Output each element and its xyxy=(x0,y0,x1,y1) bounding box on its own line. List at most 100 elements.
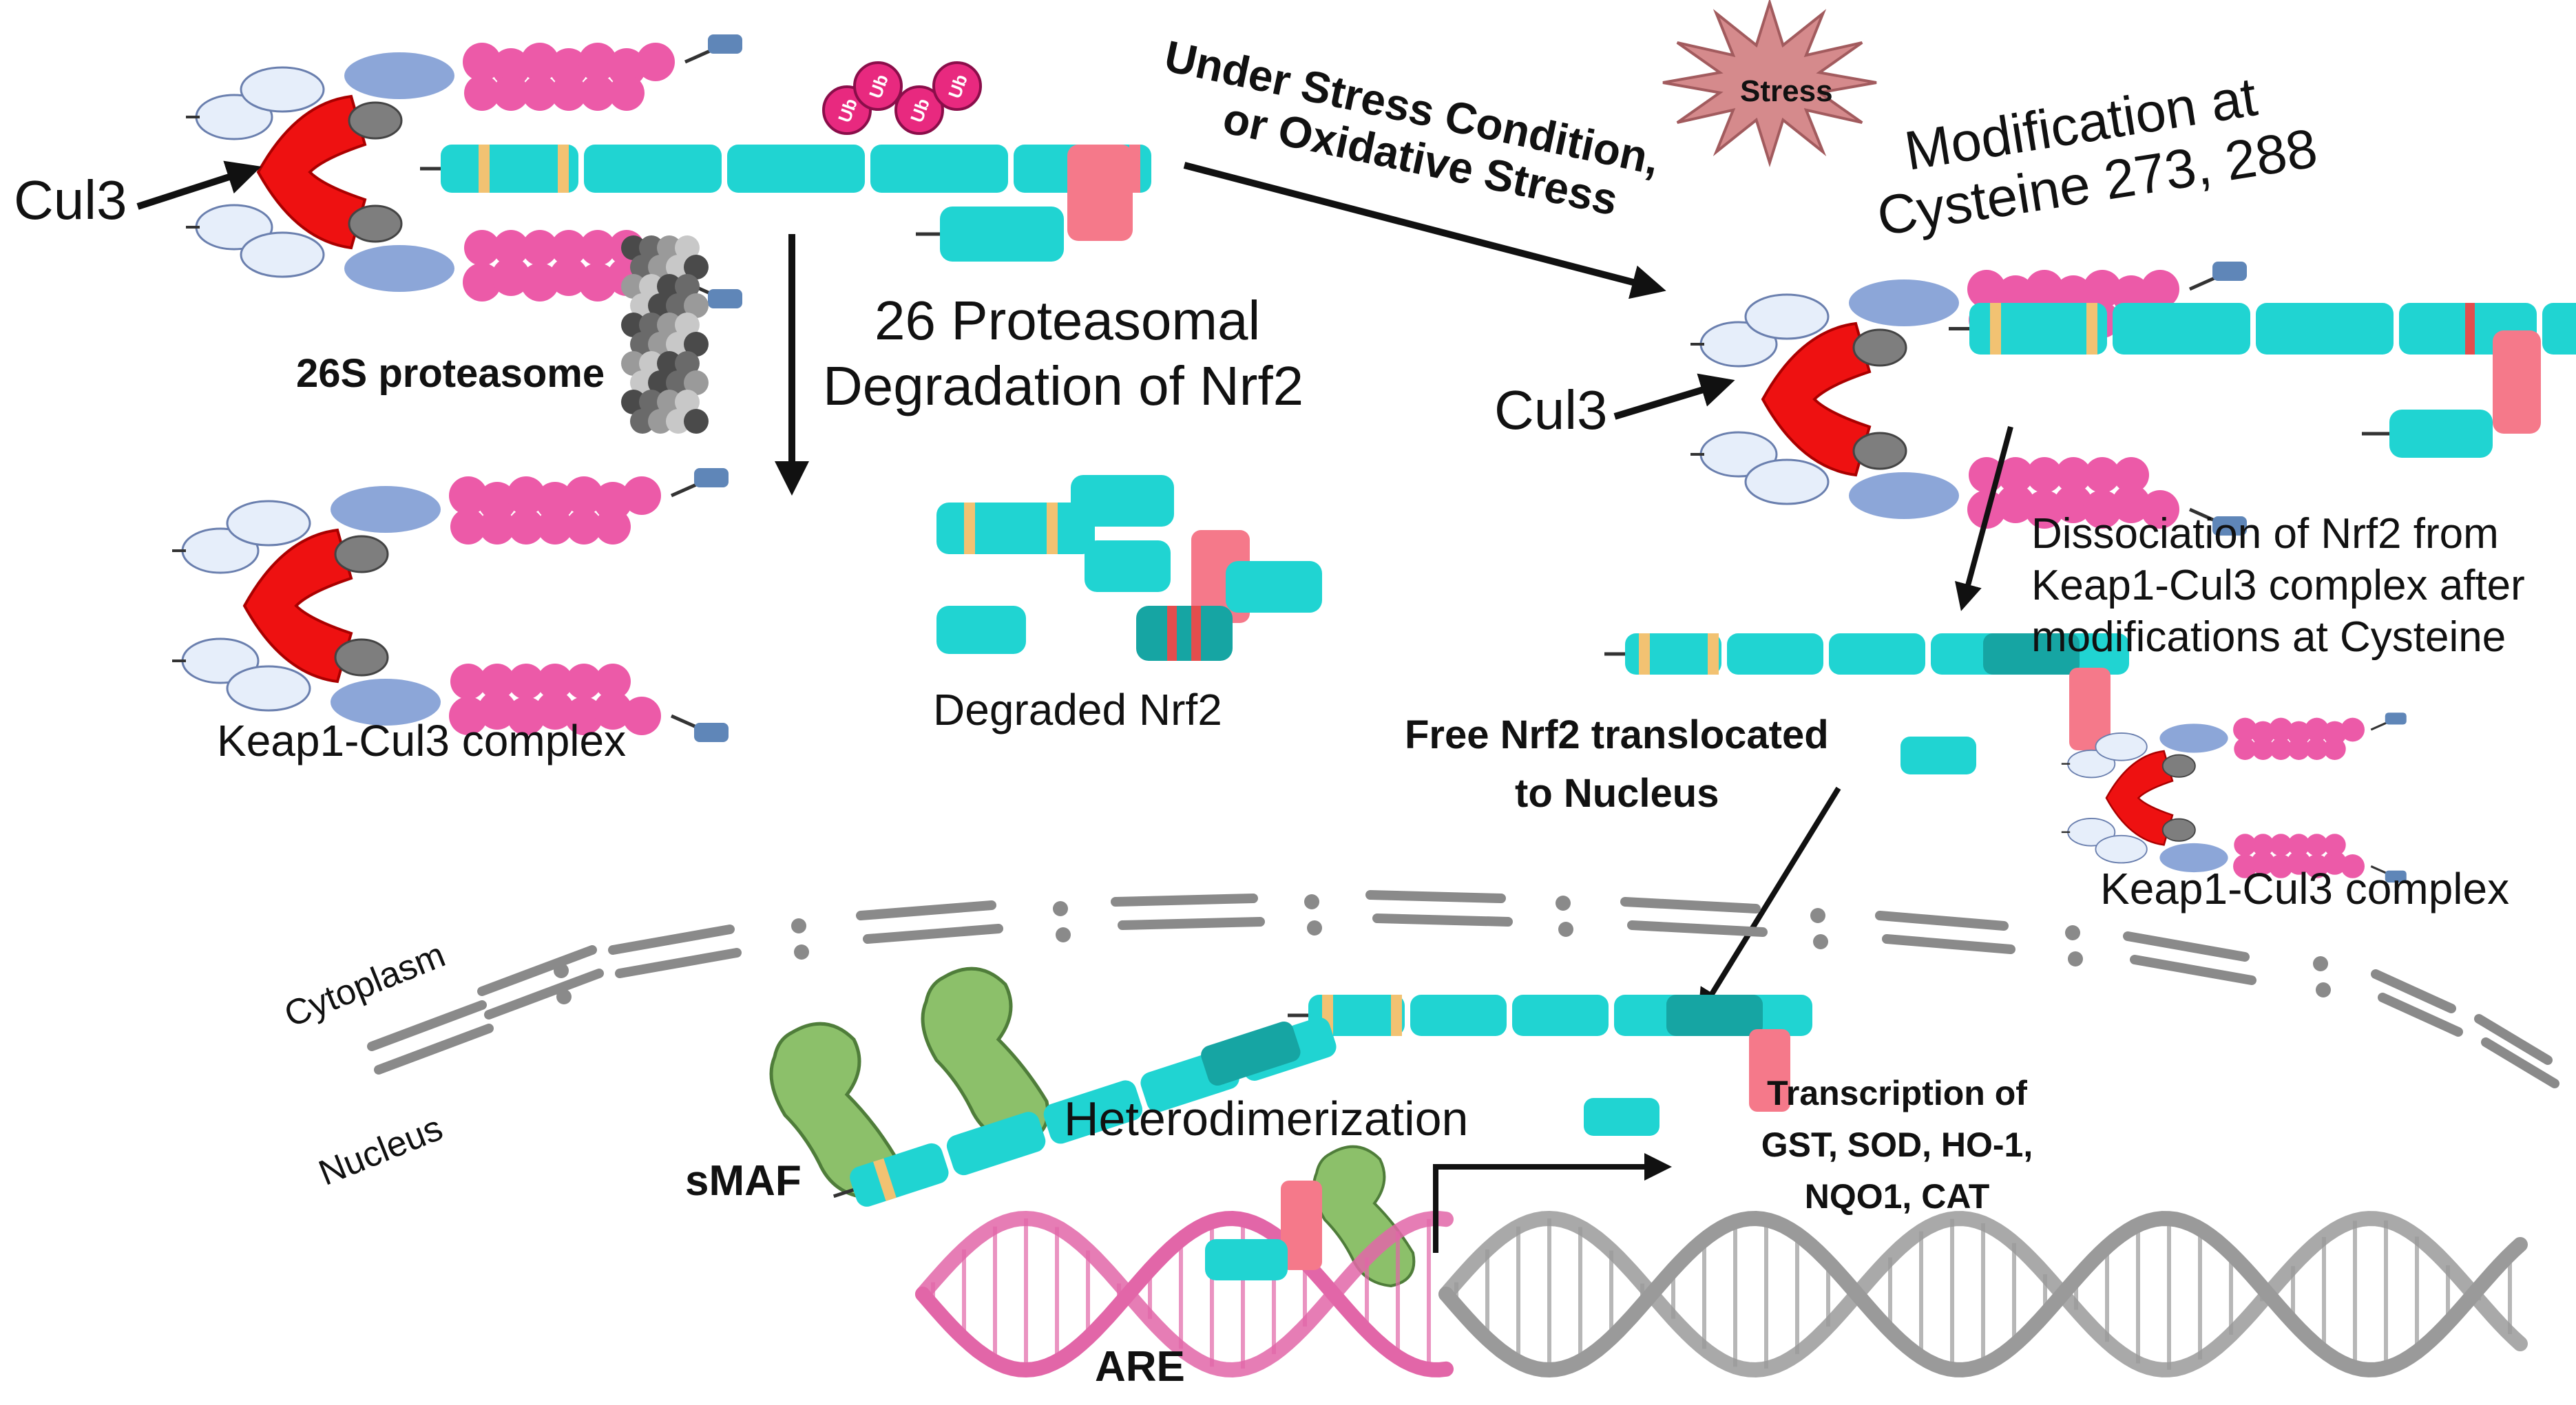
proteasome-subunit xyxy=(639,274,664,299)
keap1-oval xyxy=(2159,843,2228,873)
membrane-dash xyxy=(2123,931,2250,962)
kelch-bead xyxy=(2234,834,2256,856)
proteasome-subunit xyxy=(684,293,709,318)
kelch-bead xyxy=(2233,717,2257,742)
membrane-pore xyxy=(791,918,806,933)
kelch-bead xyxy=(522,75,558,111)
proteasome-subunit xyxy=(639,390,664,414)
fragment-band xyxy=(964,503,975,554)
ubiquitin-icon xyxy=(932,61,982,111)
membrane-pore xyxy=(1307,920,1322,936)
kelch-bead xyxy=(464,75,500,111)
nrf2-band xyxy=(1990,303,2001,355)
kelch-bead xyxy=(450,509,486,545)
nrf2-band xyxy=(479,145,490,193)
transcription-arrow xyxy=(1433,1153,1672,1253)
kelch-bead xyxy=(2141,490,2179,529)
degraded-nrf2-label: Degraded Nrf2 xyxy=(933,685,1222,735)
free-nrf2-line1: Free Nrf2 translocated xyxy=(1405,712,1829,757)
proteasome-icon xyxy=(621,235,709,434)
btb-oval xyxy=(1852,432,1907,470)
nrf2-neh-domain xyxy=(2493,330,2541,434)
proteasome-subunit xyxy=(621,274,646,299)
kelch-bead xyxy=(2305,737,2328,761)
ubiquitin-icon xyxy=(853,61,903,111)
membrane-pore xyxy=(554,963,569,978)
cul3-shape xyxy=(1761,321,1872,477)
kelch-bead xyxy=(2083,490,2122,529)
kelch-bead xyxy=(493,75,529,111)
chain-cap xyxy=(708,34,742,54)
nrf2-neh-domain xyxy=(1749,1029,1790,1112)
kelch-bead xyxy=(536,482,574,520)
nrf2-neh-domain xyxy=(2069,668,2111,750)
kelch-bead xyxy=(2323,851,2347,875)
transcription-line2: GST, SOD, HO-1, xyxy=(1761,1126,2033,1164)
nrf2-segment xyxy=(727,145,865,193)
nrf2-tail xyxy=(833,1188,855,1198)
nrf2-segment xyxy=(1043,1080,1143,1144)
proteasome-subunit xyxy=(657,313,682,337)
kelch-bead xyxy=(2323,721,2347,746)
keap1-cul3-complex-left-empty xyxy=(172,468,729,742)
free-nrf2-line2: to Nucleus xyxy=(1515,771,1719,816)
nrf2-segment xyxy=(1205,1239,1288,1280)
kelch-bead xyxy=(463,263,501,302)
kelch-bead xyxy=(2323,834,2346,856)
proteasome-subunit xyxy=(621,313,646,337)
keap1-oval xyxy=(1849,472,1959,519)
kelch-bead xyxy=(2269,854,2293,878)
kelch-bead xyxy=(508,509,544,545)
proteasome-subunit xyxy=(630,370,655,395)
kelch-bead xyxy=(536,691,574,730)
nrf2-segment xyxy=(1900,737,1976,774)
membrane-pore xyxy=(1813,934,1828,949)
chain-cap xyxy=(2212,516,2247,536)
nrf2-nucleus xyxy=(1288,995,1812,1136)
kelch-bead xyxy=(2055,457,2091,493)
kelch-bead xyxy=(565,476,603,515)
kelch-bead xyxy=(478,691,516,730)
transcription-line3: NQO1, CAT xyxy=(1804,1177,1990,1216)
keap1-complex-label-left: Keap1-Cul3 complex xyxy=(217,716,627,765)
btb-oval xyxy=(1852,328,1907,367)
membrane-dash xyxy=(2371,969,2456,1013)
nrf2-segment xyxy=(1829,633,1925,675)
nrf2-neh-domain xyxy=(1067,145,1133,241)
bound-nrf2-right xyxy=(1949,303,2576,355)
proteasome-subunit xyxy=(657,274,682,299)
kelch-bead xyxy=(2251,851,2275,875)
membrane-dash xyxy=(856,900,996,920)
proteasome-subunit xyxy=(630,332,655,357)
dna-helix xyxy=(915,1210,2528,1378)
proteasome-subunit xyxy=(666,370,691,395)
kelch-bead xyxy=(2305,854,2329,878)
membrane-dash xyxy=(1118,917,1265,930)
kelch-bead xyxy=(449,476,488,515)
membrane-pore xyxy=(2316,982,2331,997)
rbx-oval xyxy=(226,665,311,712)
kelch-bead xyxy=(2234,737,2256,761)
kelch-bead xyxy=(492,257,530,296)
membrane-dash xyxy=(1882,934,2015,954)
kelch-bead xyxy=(1998,457,2033,493)
kelch-bead xyxy=(492,48,530,87)
cul3-pointer-arrow xyxy=(136,160,262,210)
kelch-bead xyxy=(551,75,587,111)
kelch-bead xyxy=(537,509,573,545)
membrane-dash xyxy=(863,924,1003,944)
nrf2-segment xyxy=(2256,303,2394,355)
membrane-dash xyxy=(1372,913,1513,927)
btb-oval xyxy=(334,535,389,573)
kelch-bead xyxy=(551,230,587,266)
cul3-label-right: Cul3 xyxy=(1494,379,1608,441)
proteasome-subunit xyxy=(648,409,673,434)
stress-star-label: Stress xyxy=(1740,74,1833,108)
nrf2-segment xyxy=(2542,303,2576,355)
kelch-bead xyxy=(594,691,632,730)
are-dna-strand xyxy=(915,1210,1454,1378)
kelch-bead xyxy=(595,664,631,699)
kelch-bead xyxy=(2341,854,2365,878)
kelch-bead xyxy=(2252,737,2274,761)
nrf2-segment xyxy=(1969,303,2107,355)
